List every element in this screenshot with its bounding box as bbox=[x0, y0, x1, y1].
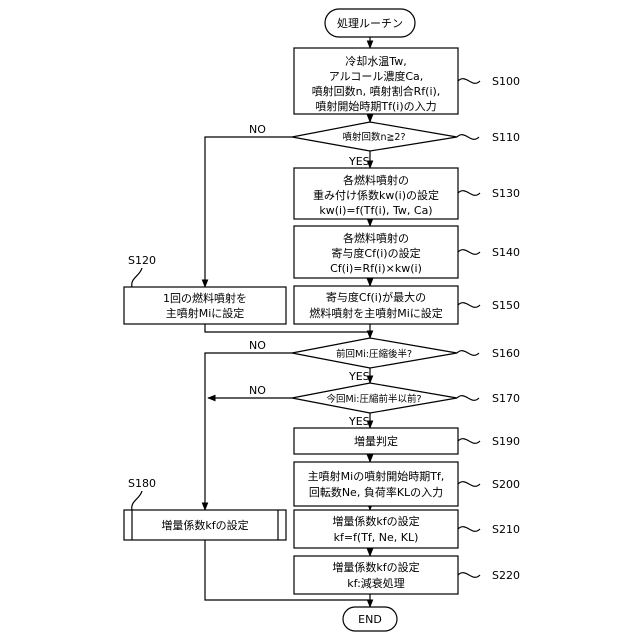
s160-no-label: NO bbox=[249, 339, 266, 352]
s130-line-3: kw(i)=f(Tf(i), Tw, Ca) bbox=[319, 204, 432, 217]
arrow-s160-no-s180 bbox=[205, 353, 292, 510]
s190-leader bbox=[458, 439, 480, 444]
s100-step-label: S100 bbox=[492, 75, 520, 88]
s130-line-2: 重み付け係数kw(i)の設定 bbox=[313, 188, 439, 202]
step-s200: 主噴射Miの噴射開始時期Tf, 回転数Ne, 負荷率KLの入力 S200 bbox=[294, 462, 520, 506]
s210-leader bbox=[458, 527, 480, 532]
s210-line-2: kf=f(Tf, Ne, KL) bbox=[334, 531, 419, 544]
s100-line-1: 冷却水温Tw, bbox=[345, 55, 406, 68]
s190-line-1: 増量判定 bbox=[354, 434, 398, 448]
s180-leader bbox=[132, 491, 142, 510]
line-s120-join bbox=[205, 324, 370, 332]
s220-line-1: 増量係数kfの設定 bbox=[332, 560, 419, 574]
step-s160: 前回Mi:圧縮後半? NO YES S160 bbox=[249, 338, 520, 383]
end-node: END bbox=[343, 607, 397, 631]
s200-leader bbox=[458, 482, 480, 487]
s100-line-3: 噴射回数n, 噴射割合Rf(i), bbox=[312, 84, 441, 98]
step-s170: 今回Mi:圧縮前半以前? NO YES S170 bbox=[249, 383, 520, 428]
start-node: 処理ルーチン bbox=[325, 9, 415, 37]
s130-step-label: S130 bbox=[492, 187, 520, 200]
s170-step-label: S170 bbox=[492, 392, 520, 405]
s120-leader bbox=[132, 268, 142, 287]
s150-line-2: 燃料噴射を主噴射Miに設定 bbox=[309, 306, 443, 320]
s110-step-label: S110 bbox=[492, 131, 520, 144]
step-s110: 噴射回数n≧2? NO YES S110 bbox=[249, 122, 520, 168]
step-s150: 寄与度Cf(i)が最大の 燃料噴射を主噴射Miに設定 S150 bbox=[294, 286, 520, 324]
s110-no-label: NO bbox=[249, 123, 266, 136]
s120-line-2: 主噴射Miに設定 bbox=[166, 306, 245, 320]
s130-line-1: 各燃料噴射の bbox=[343, 173, 409, 187]
s160-yes-label: YES bbox=[348, 370, 370, 383]
s210-step-label: S210 bbox=[492, 523, 520, 536]
s100-line-4: 噴射開始時期Tf(i)の入力 bbox=[315, 99, 436, 113]
s120-step-label: S120 bbox=[128, 254, 156, 267]
s110-yes-label: YES bbox=[348, 155, 370, 168]
s160-question: 前回Mi:圧縮後半? bbox=[336, 348, 412, 360]
s180-step-label: S180 bbox=[128, 477, 156, 490]
s180-line-1: 増量係数kfの設定 bbox=[161, 518, 248, 532]
s150-line-1: 寄与度Cf(i)が最大の bbox=[326, 290, 426, 304]
step-s190: 増量判定 S190 bbox=[294, 428, 520, 454]
step-s220: 増量係数kfの設定 kf:減衰処理 S220 bbox=[294, 556, 520, 594]
s170-no-label: NO bbox=[249, 384, 266, 397]
step-s210: 増量係数kfの設定 kf=f(Tf, Ne, KL) S210 bbox=[294, 510, 520, 548]
s140-line-3: Cf(i)=Rf(i)×kw(i) bbox=[330, 262, 422, 275]
s160-step-label: S160 bbox=[492, 347, 520, 360]
end-label: END bbox=[358, 613, 382, 626]
s110-leader bbox=[457, 135, 479, 140]
s220-leader bbox=[458, 573, 480, 578]
s140-line-1: 各燃料噴射の bbox=[343, 231, 409, 245]
s170-yes-label: YES bbox=[348, 415, 370, 428]
s140-step-label: S140 bbox=[492, 246, 520, 259]
s170-leader bbox=[457, 396, 479, 401]
s120-line-1: 1回の燃料噴射を bbox=[163, 291, 247, 305]
s150-step-label: S150 bbox=[492, 299, 520, 312]
s200-line-2: 回転数Ne, 負荷率KLの入力 bbox=[309, 485, 443, 499]
s160-leader bbox=[457, 351, 479, 356]
s200-step-label: S200 bbox=[492, 478, 520, 491]
arrow-s110-no-s120 bbox=[205, 137, 292, 287]
s140-leader bbox=[458, 250, 480, 255]
s170-question: 今回Mi:圧縮前半以前? bbox=[326, 393, 421, 405]
s130-leader bbox=[458, 191, 480, 196]
s100-line-2: アルコール濃度Ca, bbox=[329, 69, 424, 83]
step-s140: 各燃料噴射の 寄与度Cf(i)の設定 Cf(i)=Rf(i)×kw(i) S14… bbox=[294, 226, 520, 278]
s220-line-2: kf:減衰処理 bbox=[347, 576, 405, 590]
s200-line-1: 主噴射Miの噴射開始時期Tf, bbox=[308, 469, 445, 483]
step-s100: 冷却水温Tw, アルコール濃度Ca, 噴射回数n, 噴射割合Rf(i), 噴射開… bbox=[294, 48, 520, 114]
s100-leader bbox=[458, 79, 480, 84]
s140-line-2: 寄与度Cf(i)の設定 bbox=[331, 246, 420, 260]
s210-line-1: 増量係数kfの設定 bbox=[332, 514, 419, 528]
s200-box bbox=[294, 462, 458, 506]
s220-step-label: S220 bbox=[492, 569, 520, 582]
step-s130: 各燃料噴射の 重み付け係数kw(i)の設定 kw(i)=f(Tf(i), Tw,… bbox=[294, 168, 520, 219]
s110-question: 噴射回数n≧2? bbox=[342, 131, 405, 143]
start-label: 処理ルーチン bbox=[337, 17, 403, 30]
s190-step-label: S190 bbox=[492, 435, 520, 448]
s150-leader bbox=[458, 303, 480, 308]
